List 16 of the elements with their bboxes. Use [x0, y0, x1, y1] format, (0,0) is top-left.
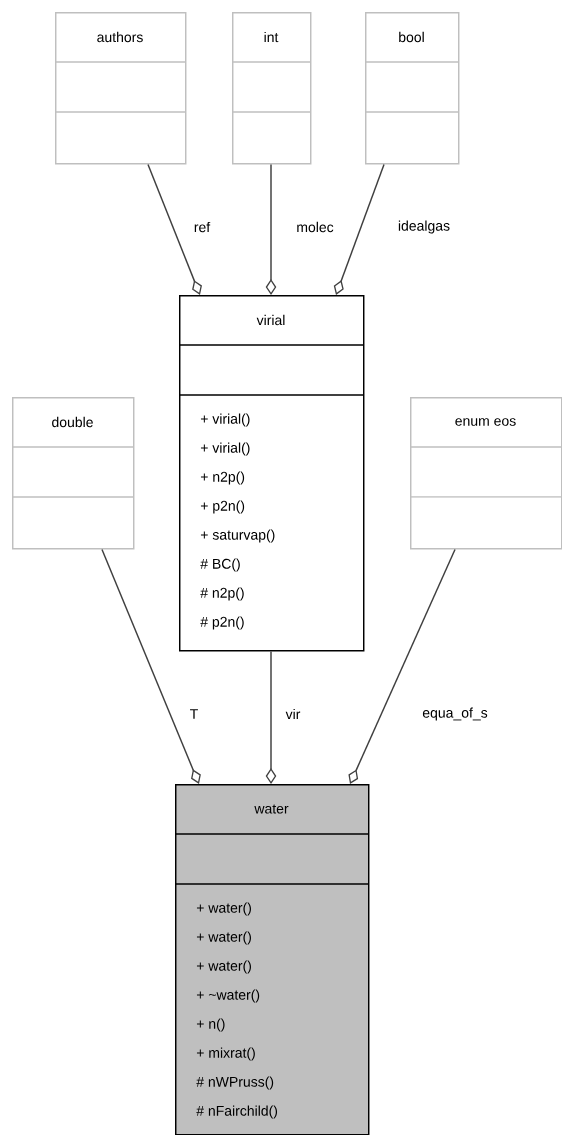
aggregation-line	[147, 163, 202, 295]
class-box: enum eos	[409, 397, 562, 550]
aggregation-line	[101, 548, 201, 784]
aggregation-line	[265, 650, 277, 784]
class-box: virial + virial() + virial() + n2p() + p2n() + saturvap() # BC() # n2p() # p2n()	[178, 295, 365, 652]
aggregation-line	[265, 163, 277, 295]
aggregation-line	[348, 548, 456, 784]
edge-label: T	[188, 707, 200, 721]
class-box: int	[231, 12, 312, 165]
aggregation-line	[333, 163, 385, 295]
edge-label: equa_of_s	[420, 706, 490, 722]
class-box: bool	[364, 12, 460, 165]
class-box: authors	[54, 12, 187, 165]
edge-label: idealgas	[396, 219, 452, 235]
class-box: double	[11, 397, 135, 550]
class-box: water + water() + water() + water() + ~water() + n() + mixrat() # nWPruss() # nFairchild()	[174, 784, 370, 1135]
